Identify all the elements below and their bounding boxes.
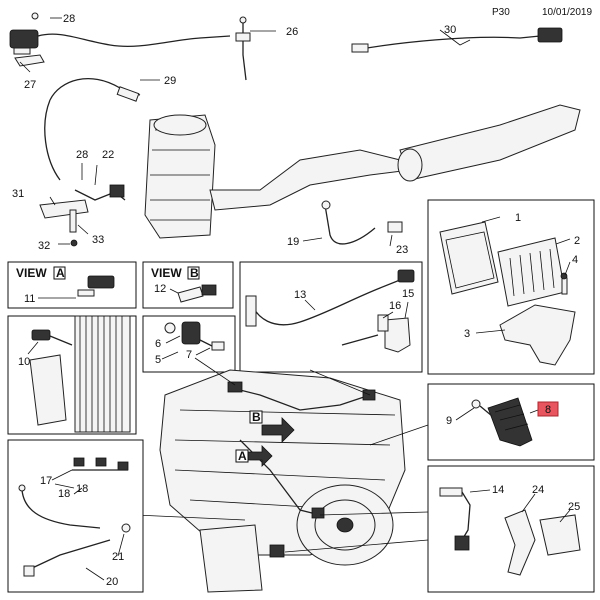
part-10-sensor[interactable] — [31, 329, 73, 346]
part-31-bracket[interactable] — [39, 199, 89, 247]
callout-18: 18 — [76, 483, 88, 495]
part-14-sensor[interactable] — [439, 487, 471, 551]
callout-21: 21 — [112, 551, 124, 563]
radiator[interactable] — [74, 315, 131, 433]
part-7-sensor[interactable] — [199, 339, 225, 351]
part-9-bolt[interactable] — [471, 399, 493, 417]
part-28-sensor[interactable] — [9, 12, 231, 55]
view-a-box: VIEW A 11 — [7, 261, 137, 309]
callout-14: 14 — [492, 484, 504, 496]
part-26-sensor[interactable] — [235, 16, 251, 81]
callout-12: 12 — [154, 283, 166, 295]
callout-5: 5 — [155, 354, 161, 366]
callout-6: 6 — [155, 338, 161, 350]
part-2-ecm-module[interactable] — [497, 237, 566, 307]
view-b-prefix: VIEW — [151, 266, 182, 280]
bottom-right-box: 14 24 25 — [427, 465, 595, 593]
part-3-ecm-bracket[interactable] — [499, 304, 576, 366]
callout-13: 13 — [294, 289, 306, 301]
part-8-sensor[interactable] — [487, 397, 533, 447]
callout-27: 27 — [24, 79, 36, 91]
view-b-letter: B — [190, 266, 199, 280]
page-number: P30 — [492, 7, 510, 18]
diagram-date: 10/01/2019 — [542, 7, 592, 18]
engine-illustration[interactable]: B A — [159, 369, 406, 593]
radiator-detail-box: 10 — [7, 315, 137, 435]
dpf-housing[interactable] — [144, 114, 216, 239]
callout-19: 19 — [287, 236, 299, 248]
callout-18-b: 18 — [58, 488, 70, 500]
muffler[interactable] — [397, 104, 581, 182]
part-15-bracket[interactable] — [384, 317, 411, 353]
part-24-bracket[interactable] — [504, 509, 536, 576]
part-23-bracket[interactable] — [387, 221, 403, 233]
exhaust-pipe[interactable] — [209, 149, 412, 211]
view-b-box: VIEW B 12 — [142, 261, 234, 309]
callout-28-lower: 28 — [76, 149, 88, 161]
part-18-clips[interactable] — [72, 457, 129, 471]
part-11-sensor[interactable] — [77, 275, 115, 297]
part-21-bolt[interactable] — [121, 523, 131, 533]
part-12-sensor[interactable] — [177, 284, 217, 303]
engine-view-b: B — [252, 410, 261, 424]
callout-32: 32 — [38, 240, 50, 252]
callout-9: 9 — [446, 415, 452, 427]
callout-20: 20 — [106, 576, 118, 588]
part-19-sensor[interactable] — [321, 200, 376, 245]
exhaust-system-illustration — [9, 12, 581, 247]
callout-2: 2 — [574, 235, 580, 247]
part-17-sensor[interactable] — [18, 484, 101, 529]
bottom-left-box: 17 18 18 20 21 — [7, 439, 144, 593]
callout-23: 23 — [396, 244, 408, 256]
callout-7: 7 — [186, 349, 192, 361]
sensor-detail-box: 6 7 5 — [142, 315, 236, 373]
part-27-bracket[interactable] — [14, 54, 45, 67]
engine-view-a: A — [238, 449, 247, 463]
highlight-badge[interactable] — [537, 401, 559, 417]
callout-15: 15 — [402, 288, 414, 300]
part-20-sensor[interactable] — [23, 539, 111, 577]
part-30-sensor[interactable] — [351, 27, 563, 53]
view-a-letter: A — [56, 266, 65, 280]
part-4-bolt[interactable] — [560, 272, 568, 295]
callout-16: 16 — [389, 300, 401, 312]
leader-lines-top — [19, 17, 471, 247]
callout-24: 24 — [532, 484, 544, 496]
highlighted-part-box: 9 8 — [427, 383, 595, 461]
callout-25: 25 — [568, 501, 580, 513]
callout-1: 1 — [515, 212, 521, 224]
callout-29: 29 — [164, 75, 176, 87]
callout-22: 22 — [102, 149, 114, 161]
part-16-clip[interactable] — [341, 314, 389, 346]
part-6-sensor[interactable] — [164, 321, 201, 345]
leader-lines-engine — [135, 357, 429, 553]
callout-17: 17 — [40, 475, 52, 487]
part-25-bracket[interactable] — [539, 514, 581, 556]
harness-detail-box: 13 15 16 — [239, 261, 423, 373]
callout-11: 11 — [24, 293, 35, 305]
callout-33: 33 — [92, 234, 104, 246]
callout-31: 31 — [12, 188, 24, 200]
callout-10: 10 — [18, 356, 30, 368]
callout-4: 4 — [572, 254, 578, 266]
callout-8: 8 — [545, 404, 551, 416]
part-13-sensor-harness[interactable] — [245, 269, 415, 327]
part-22-wiring[interactable] — [74, 184, 126, 201]
ecm-detail-box — [427, 199, 595, 375]
callout-26: 26 — [286, 26, 298, 38]
part-1-ecm-cover[interactable] — [439, 221, 499, 295]
callout-28: 28 — [63, 13, 75, 25]
part-29-sensor[interactable] — [44, 78, 141, 181]
callout-3: 3 — [464, 328, 470, 340]
view-a-prefix: VIEW — [16, 266, 47, 280]
callout-30: 30 — [444, 24, 456, 36]
